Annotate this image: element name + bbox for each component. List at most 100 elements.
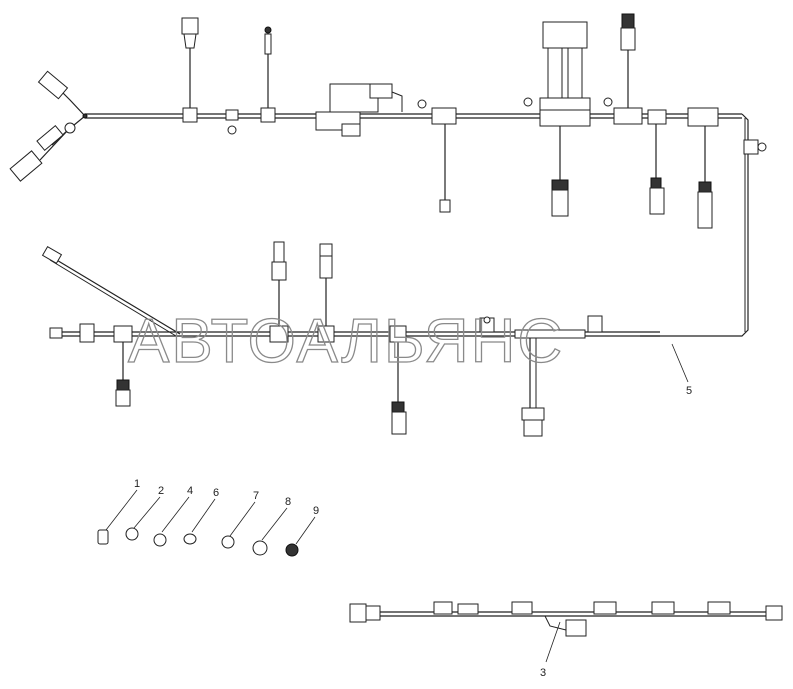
left-junction [82,113,88,119]
splice-c [431,107,457,125]
main-block-leg-right [567,47,583,99]
splice-m3 [317,325,335,343]
bundle-sleeve [514,329,586,339]
splice-m2 [269,325,289,343]
left-connector-top [37,70,69,100]
splice-c-ring [417,99,427,109]
relay-plug [341,123,361,137]
splice-e [613,107,643,125]
splice-e-ring [603,97,613,107]
top-connector-a-neck [183,33,197,49]
callout-4: 4 [187,485,193,497]
callout-8-leader [261,507,288,541]
lower-right-connector [765,605,783,621]
callout-7-leader [229,501,256,537]
callout-6-leader [191,498,216,533]
lower-clip-4 [593,601,617,615]
part-1 [97,529,109,545]
drop-connector-g-cap [698,181,712,193]
clip-m5-ring [483,316,491,324]
right-clip [743,139,759,155]
callout-5: 5 [686,385,692,397]
right-vertical-wire [640,113,749,337]
upper-harness [9,13,767,337]
lower-clip-1 [433,601,453,615]
lower-clip-3 [511,601,533,615]
lower-branch-connector [565,619,587,637]
top-connector-b [264,33,272,55]
clip-a-ring [227,125,237,135]
callout-2: 2 [158,485,164,497]
callout-6: 6 [213,487,219,499]
up-connector-m2-body [271,261,287,281]
callout-9-leader [295,516,316,545]
part-2 [125,527,139,541]
main-block-leg-left [547,47,563,99]
drop-connector-f [649,187,665,215]
loose-parts: 1 2 4 6 7 8 9 [97,478,319,557]
top-connector-e [620,27,636,51]
left-grommet [64,122,76,134]
middle-harness [41,241,660,437]
left-connector-bottom [9,150,43,182]
callout-5-leader [671,343,689,383]
left-connector-mid [36,124,64,152]
callout-3-leader [545,621,561,663]
main-block-ring [523,97,533,107]
up-connector-m2 [273,241,285,263]
drop-connector-d-top [551,179,569,191]
drop-connector-f-cap [650,177,662,189]
splice-b [260,107,276,123]
clip-m7 [587,315,603,333]
callout-2-leader [133,496,161,529]
lower-left-connector-2 [365,605,381,621]
drop-connector-g [697,191,713,229]
top-connector-a [181,17,199,35]
part-4 [153,533,167,547]
callout-1-leader [105,489,138,531]
lower-clip-2 [457,603,479,615]
callout-9: 9 [313,505,319,517]
callout-1: 1 [134,478,140,490]
splice-f [647,109,667,125]
drop-connector-m1 [115,389,131,407]
up-connector-m3-body [319,255,333,279]
lower-clip-6 [707,601,731,615]
lower-branch-wire [544,615,567,631]
main-block-splice [539,109,591,127]
part-7 [221,535,235,549]
callout-3: 3 [540,667,546,679]
drop-connector-m6 [523,419,543,437]
relay-module-cap [369,83,393,99]
drop-connector-c [439,199,451,213]
drop-connector-m4-cap [391,401,405,413]
part-6 [183,533,197,545]
middle-left-end [49,327,63,339]
drop-connector-m4 [391,411,407,435]
diagonal-branch [49,255,181,335]
callout-4-leader [161,496,190,533]
drop-connector-d [551,189,569,217]
watermark-text: АВТОАЛЬЯНС [128,307,564,376]
drop-connector-m6-top [521,407,545,421]
up-connector-m3 [319,243,333,257]
middle-left-clip [79,323,95,343]
lower-clip-5 [651,601,675,615]
top-connector-e-cap [621,13,635,29]
part-8 [252,540,268,556]
diagonal-branch-2 [49,259,177,337]
drop-connector-m1-cap [116,379,130,391]
lower-harness [349,601,783,637]
top-connector-b-cap [264,26,272,34]
lower-left-connector [349,603,367,623]
main-block-base [539,97,591,111]
right-clip-ring [757,142,767,152]
splice-a [182,107,198,123]
callout-8: 8 [285,496,291,508]
splice-g [687,107,719,127]
main-block-top [542,21,588,49]
relay-wire [391,91,403,112]
part-9 [285,543,299,557]
